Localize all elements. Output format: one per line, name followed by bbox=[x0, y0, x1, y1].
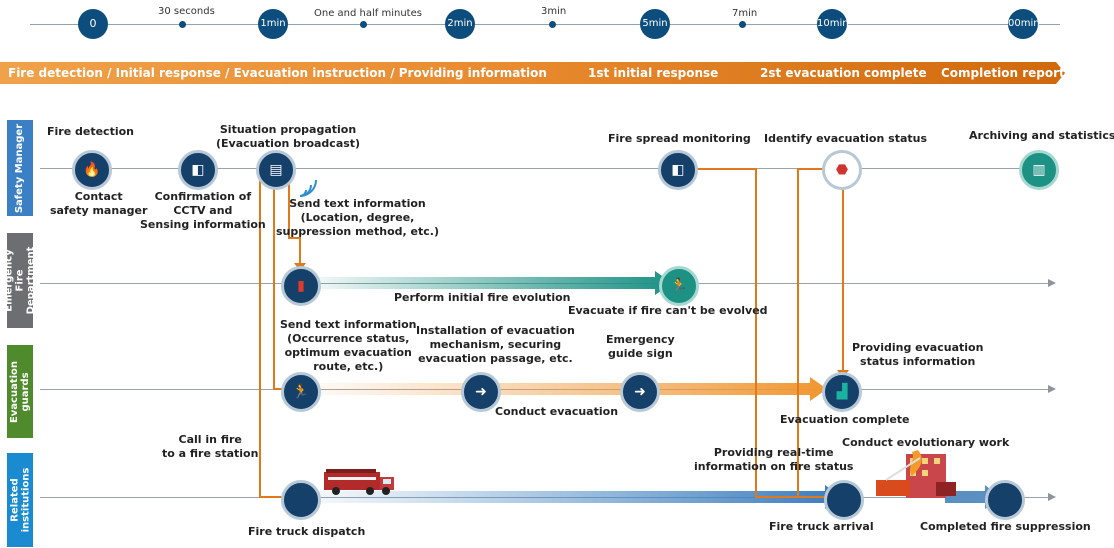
label-send-text-2: Send text information (Occurrence status… bbox=[280, 318, 417, 373]
label-providing-realtime: Providing real-time information on fire … bbox=[694, 446, 854, 473]
running-person-icon: 🏃 bbox=[670, 278, 688, 294]
truck-arrival-node bbox=[824, 480, 864, 520]
timeline-label: 30 seconds bbox=[158, 6, 215, 17]
timeline-marker: 0 bbox=[78, 9, 108, 39]
timeline-marker: 2min bbox=[445, 9, 475, 39]
connector-line bbox=[755, 496, 825, 498]
evacuate-node: 🏃 bbox=[659, 266, 699, 306]
label-fire-spread: Fire spread monitoring bbox=[608, 132, 751, 145]
documents-icon: ▥ bbox=[1032, 162, 1046, 178]
evacuation-status-node: ⬣ bbox=[822, 150, 862, 190]
banner-arrow-tip bbox=[1056, 62, 1065, 84]
label-conduct-evac: Conduct evacuation bbox=[495, 405, 619, 418]
guards-node: 🏃 bbox=[281, 372, 321, 412]
fire-truck-icon bbox=[324, 469, 394, 495]
fire-icon: 🔥 bbox=[83, 162, 101, 178]
timeline-axis bbox=[30, 24, 1060, 25]
connector-line bbox=[259, 496, 287, 498]
suppression-complete-node bbox=[985, 480, 1025, 520]
lane-evacuation-guards: Evacuation guards bbox=[7, 345, 33, 438]
firefighting-scene-icon bbox=[876, 450, 956, 498]
label-conduct-evol: Conduct evolutionary work bbox=[842, 436, 1010, 449]
fire-detection-node: 🔥 bbox=[72, 150, 112, 190]
signal-waves-icon bbox=[299, 180, 317, 197]
status-shield-icon: ⬣ bbox=[835, 162, 849, 178]
label-situation: Situation propagation (Evacuation broadc… bbox=[216, 123, 361, 150]
label-archiving: Archiving and statistics bbox=[969, 129, 1114, 142]
cctv-camera-icon: ◧ bbox=[671, 162, 685, 178]
phase-banner bbox=[0, 62, 1056, 84]
timeline-marker: 5min bbox=[640, 9, 670, 39]
timeline-label: One and half minutes bbox=[314, 8, 422, 19]
timeline-marker: 10min bbox=[817, 9, 849, 39]
exit-arrow-icon: ➜ bbox=[475, 384, 487, 400]
connector-line bbox=[797, 168, 799, 498]
label-confirmation: Confirmation of CCTV and Sensing informa… bbox=[140, 190, 266, 231]
server-icon: ▤ bbox=[269, 162, 283, 178]
timeline-label: 3min bbox=[541, 6, 567, 17]
running-person-icon: 🏃 bbox=[292, 384, 310, 400]
label-identify: Identify evacuation status bbox=[764, 132, 928, 145]
connector-line bbox=[273, 388, 285, 390]
connector-line bbox=[755, 168, 757, 498]
extinguisher-icon: ▮ bbox=[297, 278, 305, 294]
banner-phase-second: 2st evacuation complete bbox=[760, 66, 927, 80]
installation-node: ➜ bbox=[461, 372, 501, 412]
connector-line bbox=[288, 237, 300, 239]
lane-related-institutions: Related institutions bbox=[7, 453, 33, 547]
timeline-marker: 00min bbox=[1008, 9, 1040, 39]
timeline-dot bbox=[739, 21, 746, 28]
banner-phase-first: 1st initial response bbox=[588, 66, 719, 80]
connector-line bbox=[273, 180, 275, 390]
timeline-label: 7min bbox=[732, 8, 758, 19]
label-send-text-1: Send text information (Location, degree,… bbox=[276, 197, 439, 238]
timeline-dot bbox=[179, 21, 186, 28]
label-fire-detection: Fire detection bbox=[47, 125, 134, 138]
lane-safety-manager: Safety Manager bbox=[7, 120, 33, 216]
label-evacuate-if: Evacuate if fire can't be evolved bbox=[568, 304, 768, 317]
evacuation-complete-node: ▟ bbox=[822, 372, 862, 412]
label-call-in: Call in fire to a fire station bbox=[162, 433, 259, 460]
connector-line bbox=[842, 186, 844, 374]
label-completed: Completed fire suppression bbox=[920, 520, 1091, 533]
label-emergency-sign: Emergency guide sign bbox=[606, 333, 675, 360]
label-evac-complete: Evacuation complete bbox=[780, 413, 910, 426]
fire-extinguisher-node: ▮ bbox=[281, 266, 321, 306]
timeline-dot bbox=[360, 21, 367, 28]
label-providing-evac: Providing evacuation status information bbox=[852, 341, 984, 368]
banner-phase-completion: Completion report bbox=[941, 66, 1065, 80]
cctv-camera-icon: ◧ bbox=[191, 162, 205, 178]
connector-line bbox=[259, 170, 261, 498]
guide-sign-node: ➜ bbox=[620, 372, 660, 412]
exit-arrow-icon: ➜ bbox=[634, 384, 646, 400]
connector-line bbox=[690, 168, 756, 170]
connector-line bbox=[288, 180, 290, 238]
connector-line bbox=[797, 168, 823, 170]
lane-arrowheads bbox=[1048, 279, 1056, 501]
broadcast-node: ▤ bbox=[256, 150, 296, 190]
archiving-node: ▥ bbox=[1019, 150, 1059, 190]
label-contact: Contact safety manager bbox=[50, 190, 148, 217]
truck-dispatch-node bbox=[281, 480, 321, 520]
banner-phase-left: Fire detection / Initial response / Evac… bbox=[8, 66, 547, 80]
exit-door-icon: ▟ bbox=[836, 384, 848, 400]
label-truck-arrival: Fire truck arrival bbox=[769, 520, 874, 533]
label-perform-initial: Perform initial fire evolution bbox=[394, 291, 571, 304]
timeline-marker: 1min bbox=[258, 9, 288, 39]
cctv-node: ◧ bbox=[178, 150, 218, 190]
lane-fire-department: Emergency Fire Department bbox=[4, 233, 37, 328]
lane-line bbox=[40, 168, 1050, 169]
label-truck-dispatch: Fire truck dispatch bbox=[248, 525, 366, 538]
connector-line bbox=[299, 237, 301, 267]
fire-spread-node: ◧ bbox=[658, 150, 698, 190]
timeline-dot bbox=[549, 21, 556, 28]
label-installation: Installation of evacuation mechanism, se… bbox=[416, 324, 575, 365]
